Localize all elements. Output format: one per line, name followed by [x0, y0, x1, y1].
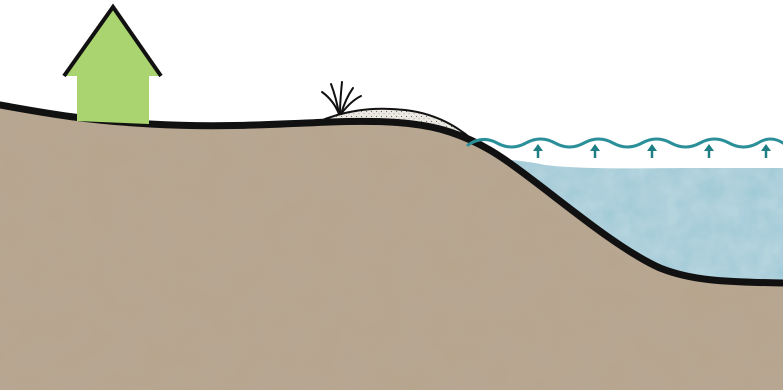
house [64, 7, 161, 124]
grass-blade [331, 84, 339, 114]
water-surface-line [468, 139, 783, 147]
rising-water-arrow [761, 144, 771, 158]
arrow-head [761, 144, 771, 151]
arrow-head [704, 144, 714, 151]
arrow-head [533, 144, 543, 151]
rising-water-arrow [533, 144, 543, 158]
arrow-head [590, 144, 600, 151]
house-body [64, 7, 161, 124]
rising-water-arrow [647, 144, 657, 158]
rising-water-arrow [590, 144, 600, 158]
rising-water-arrow [704, 144, 714, 158]
shore-vegetation [322, 82, 361, 114]
arrow-head [647, 144, 657, 151]
